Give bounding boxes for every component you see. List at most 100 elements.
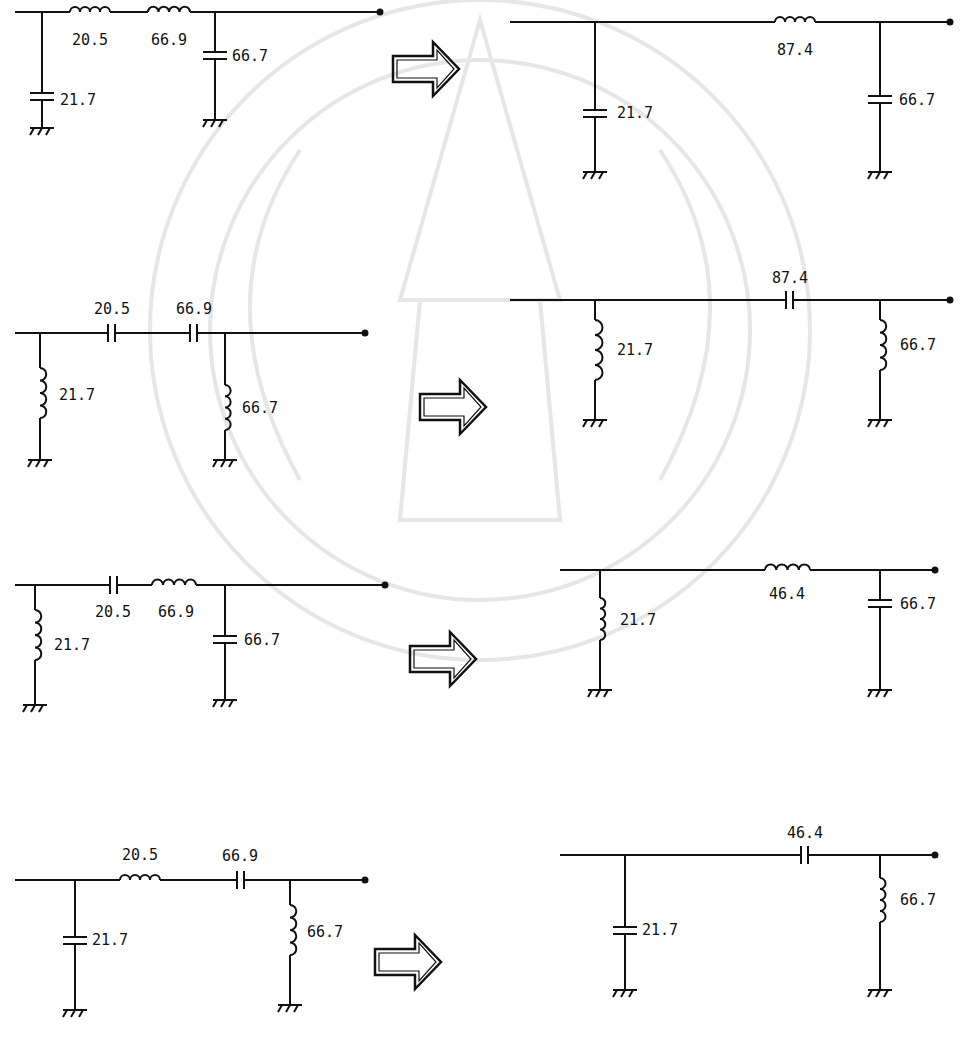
- capacitor-plate: [868, 599, 892, 601]
- value-label: 66.9: [176, 302, 212, 317]
- capacitor-plate: [213, 635, 237, 637]
- wire: [190, 11, 380, 13]
- ground-symbol: [36, 460, 40, 467]
- wire: [117, 584, 152, 586]
- ground-symbol: [868, 172, 872, 179]
- wire: [34, 660, 36, 705]
- ground-symbol: [213, 460, 217, 467]
- ground-symbol: [583, 420, 587, 427]
- wire: [214, 59, 216, 120]
- inductor-symbol: [775, 17, 815, 22]
- wire: [624, 855, 626, 927]
- value-label: 66.7: [900, 893, 936, 908]
- value-label: 66.9: [158, 605, 194, 620]
- value-label: 66.7: [899, 93, 935, 108]
- transform-arrow: [424, 388, 481, 426]
- value-label: 21.7: [642, 923, 678, 938]
- wire: [808, 854, 935, 856]
- capacitor-plate: [613, 926, 637, 928]
- ground-symbol: [278, 1005, 282, 1012]
- wire: [560, 854, 801, 856]
- transform-arrow: [393, 42, 459, 96]
- terminal-dot: [383, 583, 388, 588]
- wire: [160, 879, 237, 881]
- wire: [74, 880, 76, 937]
- wire: [224, 333, 226, 385]
- inductor-symbol: [148, 7, 190, 12]
- wire: [197, 332, 365, 334]
- wire: [879, 22, 881, 96]
- capacitor-plate: [800, 846, 802, 864]
- inductor-symbol: [120, 875, 160, 880]
- ground-symbol: [884, 990, 888, 997]
- wire: [879, 103, 881, 172]
- ground-symbol: [588, 690, 592, 697]
- capacitor-plate: [63, 936, 87, 938]
- wire: [110, 11, 148, 13]
- value-label: 66.7: [244, 633, 280, 648]
- value-label: 21.7: [620, 613, 656, 628]
- value-label: 46.4: [787, 826, 823, 841]
- value-label: 20.5: [72, 33, 108, 48]
- inductor-symbol: [225, 385, 231, 430]
- wire: [15, 332, 108, 334]
- wire: [879, 922, 881, 990]
- wire: [34, 585, 36, 610]
- wire: [594, 380, 596, 420]
- inductor-symbol: [70, 7, 110, 12]
- ground-symbol: [30, 128, 34, 135]
- value-label: 20.5: [94, 302, 130, 317]
- ground-symbol: [71, 1010, 75, 1017]
- capacitor-plate: [785, 291, 787, 309]
- capacitor-plate: [189, 324, 191, 342]
- wire: [594, 22, 596, 110]
- wire: [214, 12, 216, 52]
- ground-symbol: [583, 172, 587, 179]
- value-label: 21.7: [92, 933, 128, 948]
- wire: [594, 300, 596, 320]
- ground-symbol: [604, 690, 608, 697]
- wire: [879, 855, 881, 878]
- ground-symbol: [599, 172, 603, 179]
- capacitor-plate: [236, 871, 238, 889]
- value-label: 21.7: [60, 93, 96, 108]
- value-label: 87.4: [772, 271, 808, 286]
- transform-arrow: [379, 943, 436, 981]
- wire: [879, 570, 881, 600]
- ground-symbol: [213, 700, 217, 707]
- ground-symbol: [63, 1010, 67, 1017]
- wire: [244, 879, 365, 881]
- ground-symbol: [884, 420, 888, 427]
- wire: [41, 12, 43, 93]
- transform-arrow: [410, 632, 476, 686]
- inductor-symbol: [35, 610, 41, 660]
- ground-symbol: [591, 420, 595, 427]
- ground-symbol: [876, 990, 880, 997]
- ground-symbol: [31, 705, 35, 712]
- value-label: 21.7: [617, 343, 653, 358]
- ground-symbol: [884, 690, 888, 697]
- ground-symbol: [229, 460, 233, 467]
- wire: [289, 880, 291, 905]
- transform-arrow: [420, 380, 486, 434]
- ground-symbol: [44, 460, 48, 467]
- wire: [224, 585, 226, 636]
- value-label: 66.9: [222, 849, 258, 864]
- ground-symbol: [868, 690, 872, 697]
- ground-symbol: [613, 990, 617, 997]
- transform-arrow: [397, 50, 454, 88]
- value-label: 20.5: [122, 848, 158, 863]
- terminal-dot: [948, 20, 953, 25]
- terminal-dot: [378, 10, 383, 15]
- transform-arrow: [375, 935, 441, 989]
- wire: [39, 333, 41, 368]
- inductor-symbol: [595, 320, 603, 380]
- transform-arrow: [414, 640, 471, 678]
- capacitor-plate: [30, 92, 54, 94]
- capacitor-plate: [203, 51, 227, 53]
- watermark-seal: [150, 0, 810, 660]
- terminal-dot: [363, 331, 368, 336]
- wire: [115, 332, 190, 334]
- wire: [224, 643, 226, 700]
- value-label: 66.7: [900, 597, 936, 612]
